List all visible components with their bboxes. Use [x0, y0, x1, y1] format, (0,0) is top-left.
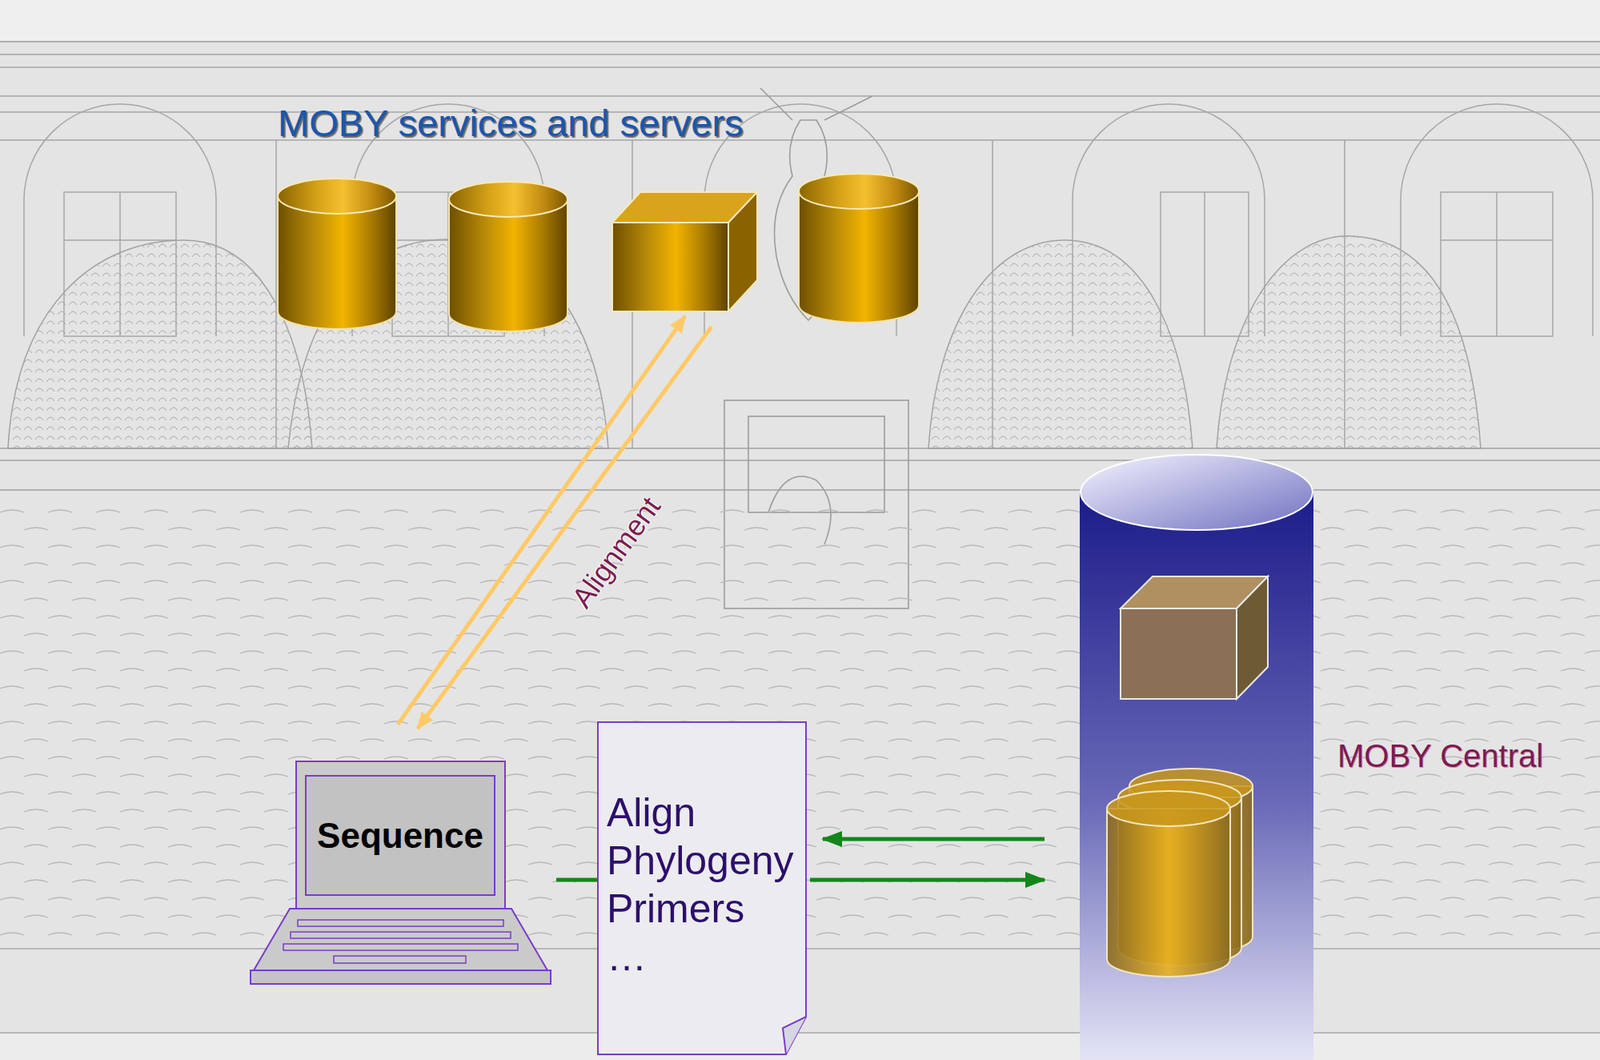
laptop-node-outline: [333, 955, 466, 963]
service-cube: [728, 192, 758, 312]
water-ripple: [24, 703, 1585, 706]
balustrade: [0, 459, 1600, 462]
cylinder-heading: MOBY Central: [1337, 737, 1544, 774]
laptop-node-outline: [249, 760, 552, 985]
balustrade: [0, 447, 1600, 450]
water-ripple: [0, 685, 1600, 689]
laptop-node-outline: [283, 943, 518, 951]
palace-facade: [0, 53, 1600, 56]
laptop-node-outline: [305, 775, 495, 895]
service-cylinder: [449, 181, 568, 217]
promenade: [0, 1033, 1600, 1060]
fountain-statue: [760, 88, 873, 121]
laptop-node-outline: [250, 970, 551, 984]
water-ripple: [0, 615, 1600, 618]
central-cylinder: MOBY Central: [1079, 453, 1314, 1060]
hedge-bushes: [8, 240, 313, 449]
fountain-statue: [724, 400, 909, 609]
service-cube: [612, 222, 729, 312]
central-cylinder-outline: [1120, 608, 1237, 699]
water-ripple: [24, 668, 1585, 671]
service-cylinder: [449, 199, 568, 332]
palace-facade: [0, 95, 1600, 97]
section-heading: MOBY services and servers: [277, 100, 744, 145]
fountain-statue: [724, 88, 909, 609]
palace-facade: [1160, 192, 1249, 337]
laptop-node-outline: [253, 908, 548, 971]
service-cylinder: [798, 173, 919, 323]
service-cylinder: [798, 173, 919, 209]
palace-facade: [1440, 192, 1553, 337]
palace-facade: [0, 139, 1600, 141]
document-node: Align Phylogeny Primers …: [597, 721, 807, 1055]
water-ripple: [24, 633, 1585, 636]
palace-facade: [64, 239, 177, 241]
alignment-arrows: [397, 316, 712, 729]
service-cylinder: [277, 196, 397, 329]
service-cylinder: [277, 178, 397, 214]
document-node-outline: [597, 721, 807, 1055]
central-cylinder-outline: [1236, 576, 1268, 699]
document-node-outline: [782, 1016, 807, 1055]
central-cylinder-outline: [1079, 492, 1314, 1060]
palace-facade: [0, 111, 1600, 113]
central-cylinder-outline: [1106, 790, 1231, 827]
alignment-arrows: [397, 316, 686, 725]
water-ripple: [0, 650, 1600, 654]
palace-facade: [0, 66, 1600, 69]
water-ripple: [0, 545, 1600, 548]
green-arrow: [810, 878, 1045, 883]
water-ripple: [0, 580, 1600, 583]
service-cylinder: [449, 181, 568, 332]
palace-facade: [1440, 239, 1553, 241]
screen-text: Sequence: [305, 775, 495, 895]
alignment-arrows: [417, 326, 712, 729]
central-cylinder-outline: [1080, 454, 1313, 530]
palace-facade: [1495, 192, 1498, 337]
document-text: Align Phylogeny Primers …: [606, 788, 794, 981]
hedge-bushes: [928, 240, 1193, 449]
water-ripple: [24, 597, 1585, 601]
central-cylinder-outline: [1079, 453, 1314, 1060]
promenade: [0, 1031, 1600, 1034]
balustrade: [0, 489, 1600, 491]
service-cylinder: [277, 178, 397, 329]
laptop-node: Sequence: [249, 760, 552, 985]
service-cube: [612, 192, 758, 312]
green-arrow: [822, 837, 1045, 842]
central-cylinder-outline: [1106, 808, 1231, 977]
green-arrow: [556, 878, 598, 883]
palace-facade: [0, 54, 1600, 449]
background-ground: [0, 40, 1600, 43]
water-ripple: [0, 509, 1600, 513]
water-ripple: [24, 527, 1585, 530]
hedge-bushes: [1216, 236, 1481, 449]
balustrade: [0, 448, 1600, 490]
fountain-statue: [748, 416, 885, 513]
water-ripple: [24, 562, 1585, 566]
palace-facade: [1203, 192, 1206, 337]
service-cylinder: [798, 191, 919, 323]
laptop-node-outline: [290, 931, 511, 939]
background-ground: [0, 0, 1600, 42]
laptop-node-outline: [296, 761, 506, 909]
laptop-node-outline: [297, 919, 504, 927]
